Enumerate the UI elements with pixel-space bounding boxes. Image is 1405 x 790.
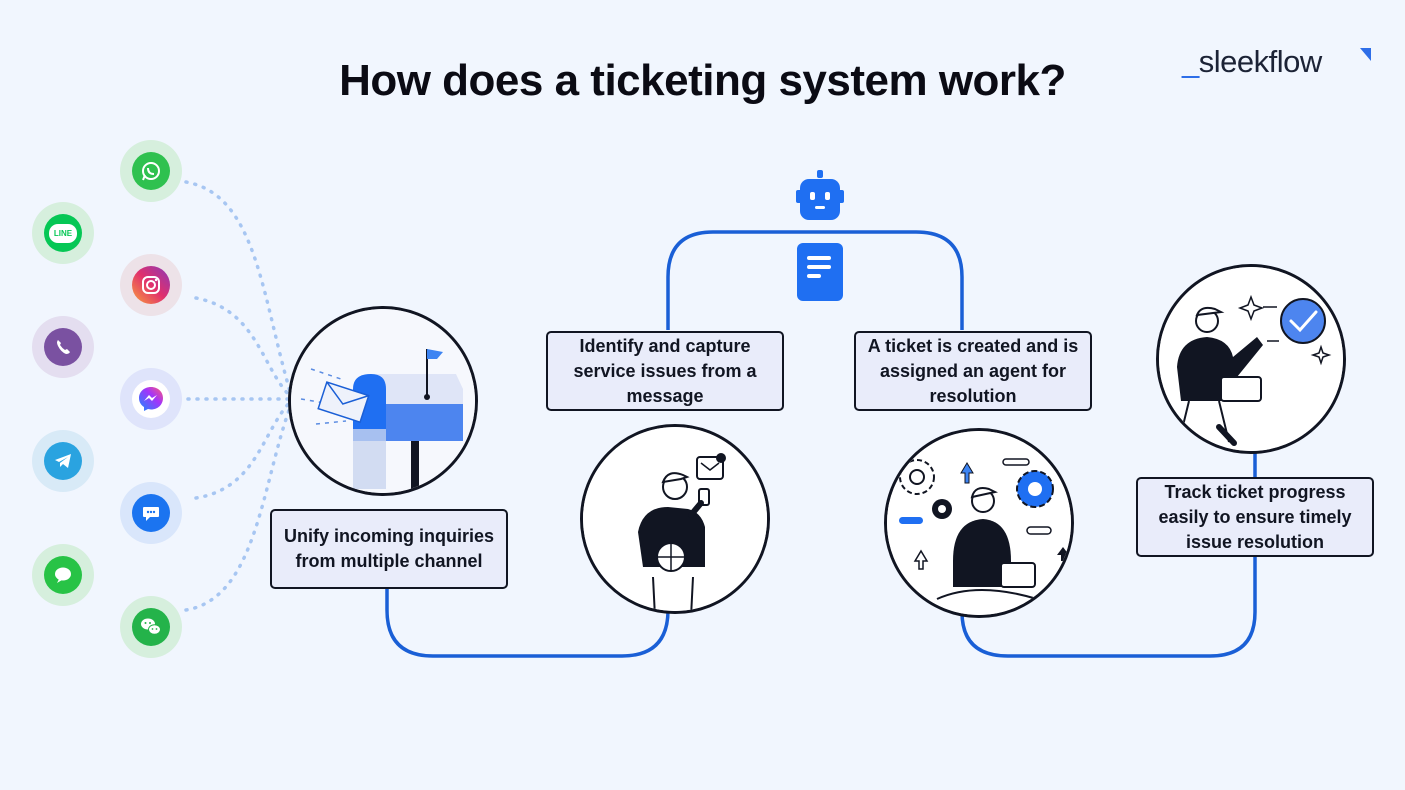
telegram-channel: [32, 430, 94, 492]
brand-logo: _sleekflow: [1182, 44, 1322, 80]
live-chat-channel: [120, 482, 182, 544]
step-track-label: Track ticket progress easily to ensure t…: [1136, 477, 1374, 557]
wechat-channel: [120, 596, 182, 658]
step-identify-label: Identify and capture service issues from…: [546, 331, 784, 411]
channel-dotted-lines: [184, 180, 294, 612]
logo-underscore: _: [1182, 44, 1199, 79]
instagram-icon: [132, 266, 170, 304]
viber-icon: [44, 328, 82, 366]
person-laptop-gears-illustration: [884, 428, 1074, 618]
whatsapp-channel: [120, 140, 182, 202]
viber-channel: [32, 316, 94, 378]
step-unify-label: Unify incoming inquiries from multiple c…: [270, 509, 508, 589]
logo-tick-icon: [1360, 48, 1371, 61]
whatsapp-icon: [132, 152, 170, 190]
sms-channel: [32, 544, 94, 606]
messenger-channel: [120, 368, 182, 430]
line-channel: LINE: [32, 202, 94, 264]
mailbox-illustration: [288, 306, 478, 496]
instagram-channel: [120, 254, 182, 316]
sms-icon: [44, 556, 82, 594]
page-title: How does a ticketing system work?: [339, 56, 1066, 105]
document-icon: [797, 243, 843, 301]
person-checkmark-illustration: [1156, 264, 1346, 454]
main-flow-line: [385, 230, 1257, 658]
live-chat-icon: [132, 494, 170, 532]
messenger-icon: [132, 380, 170, 418]
line-icon-text: LINE: [53, 228, 73, 238]
person-phone-illustration: [580, 424, 770, 614]
line-icon: LINE: [44, 214, 82, 252]
telegram-icon: [44, 442, 82, 480]
step-create-label: A ticket is created and is assigned an a…: [854, 331, 1092, 411]
logo-text: sleekflow: [1198, 44, 1323, 79]
robot-icon: [796, 170, 844, 220]
wechat-icon: [132, 608, 170, 646]
